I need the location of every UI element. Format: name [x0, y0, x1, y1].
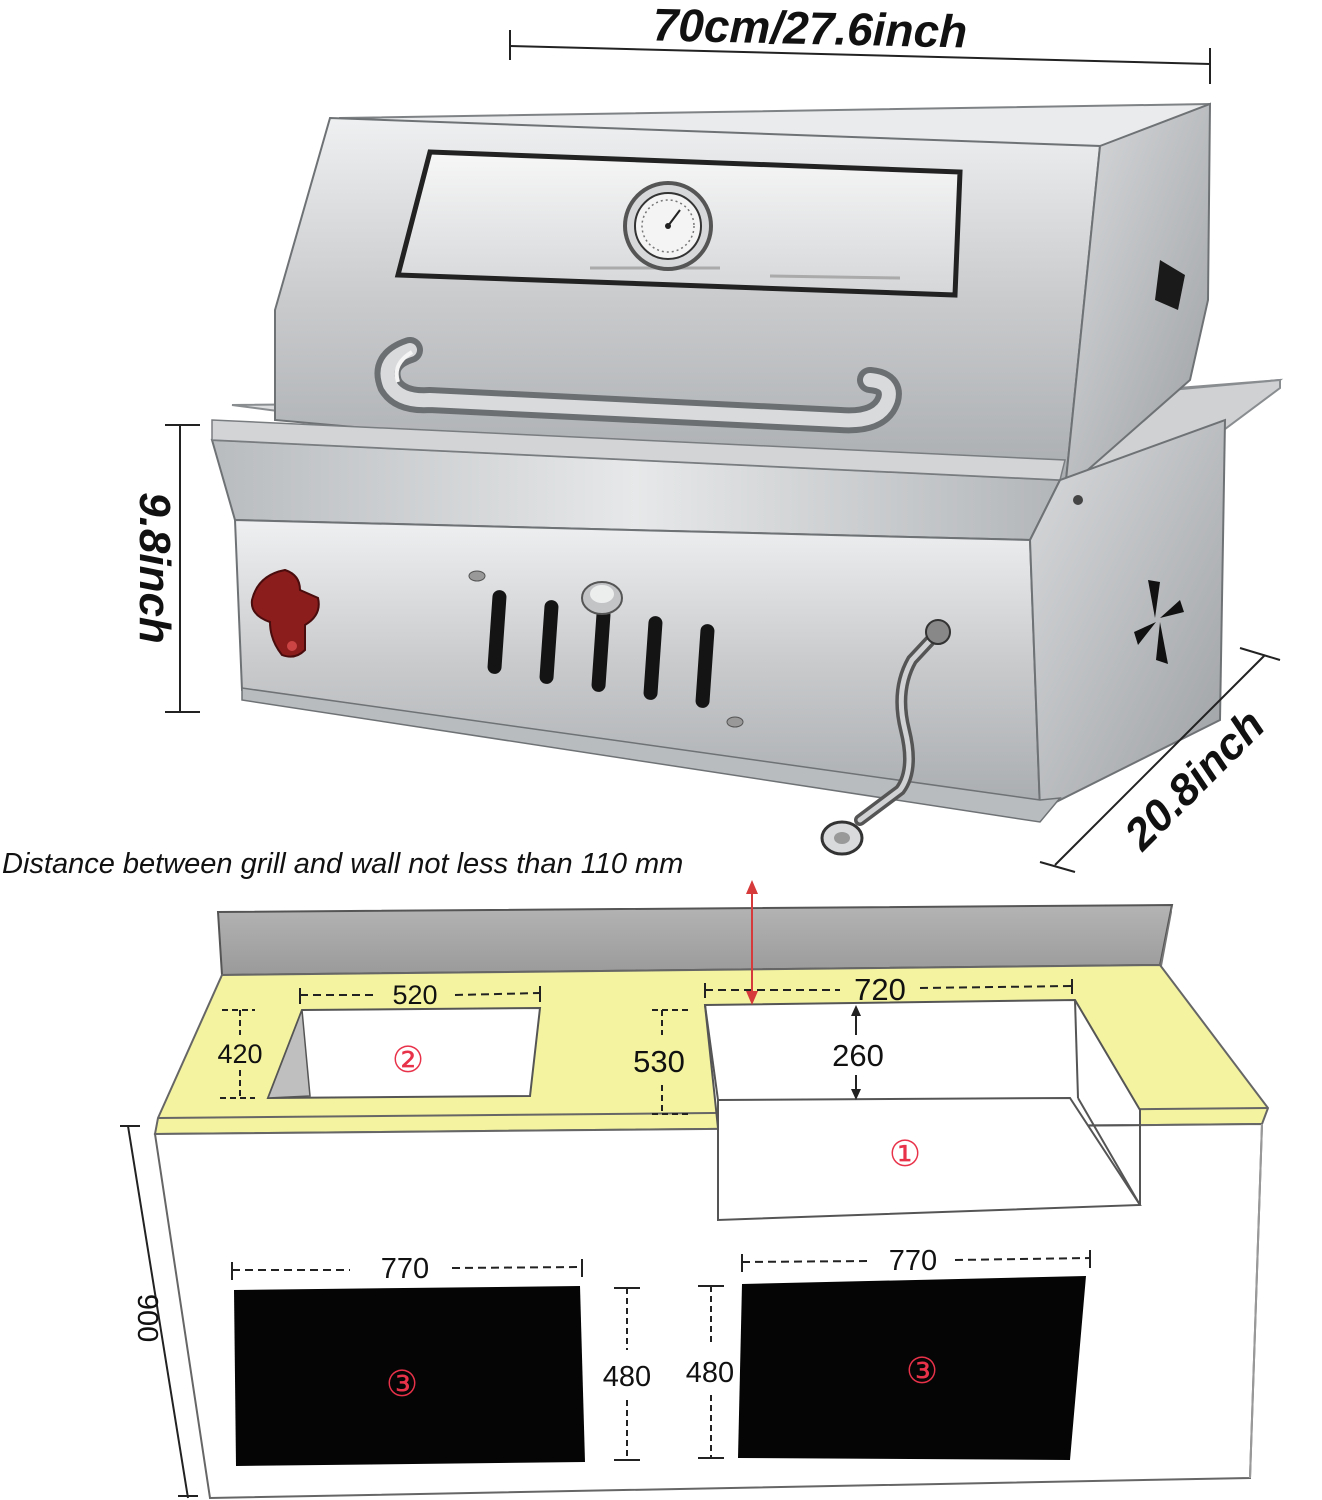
sink-marker: ②: [392, 1040, 424, 1081]
back-wall: [216, 903, 1174, 977]
control-knob[interactable]: [581, 581, 623, 615]
grill-width-label: 720: [854, 972, 906, 1007]
screw-icon: [468, 570, 744, 728]
installation-note: Distance between grill and wall not less…: [2, 848, 683, 880]
grill-body-front: [233, 518, 1042, 812]
wall-distance-arrow: [746, 880, 758, 1005]
dimension-width: 70cm/27.6inch: [509, 0, 1211, 84]
sink-depth-label: 420: [217, 1039, 262, 1069]
fan-vent-icon: [1134, 580, 1184, 664]
grill-marker: ①: [889, 1134, 921, 1175]
cabinet-dimensions: [120, 979, 1091, 1499]
lid-handle[interactable]: [374, 337, 902, 434]
grill-cutout: [703, 998, 1142, 1222]
bottle-opener-icon: [250, 568, 320, 658]
overall-height-label: 900: [131, 1294, 163, 1342]
left-door-height-label: 480: [603, 1361, 651, 1393]
grill-illustration: [210, 102, 1284, 856]
right-door-marker: ③: [906, 1351, 938, 1392]
grill-lid-hinge: [1155, 260, 1185, 310]
grill-vents: [487, 590, 715, 708]
right-door-height-label: 480: [686, 1357, 734, 1389]
grill-inset-label: 260: [832, 1038, 884, 1073]
right-door-width-label: 770: [889, 1245, 937, 1277]
width-label: 70cm/27.6inch: [652, 0, 968, 58]
thermometer-icon: [623, 181, 713, 271]
grill-depth-label: 530: [633, 1044, 685, 1079]
dimension-height: 9.8inch: [130, 424, 200, 713]
left-door-marker: ③: [386, 1364, 418, 1405]
left-door-panel: [234, 1286, 585, 1466]
rotisserie-crank[interactable]: [820, 619, 951, 856]
sink-width-label: 520: [392, 980, 437, 1010]
right-door-panel: [738, 1276, 1086, 1460]
height-label: 9.8inch: [130, 492, 179, 644]
grill-body-side: [1028, 418, 1227, 812]
grill-lid-side: [1063, 102, 1212, 493]
cabinet-diagram: ② ① ③ ③: [153, 903, 1270, 1500]
left-door-width-label: 770: [381, 1253, 429, 1285]
